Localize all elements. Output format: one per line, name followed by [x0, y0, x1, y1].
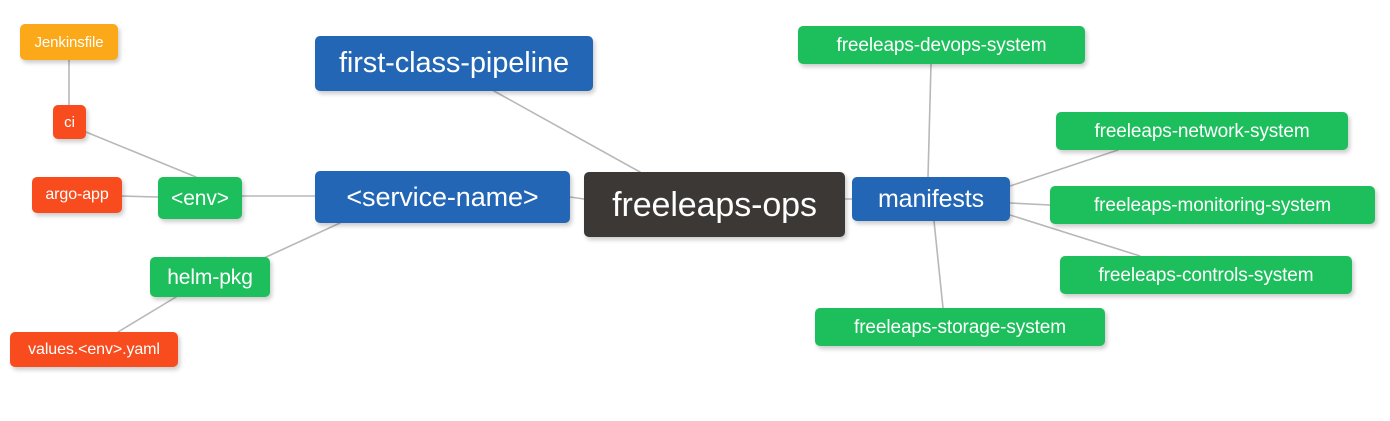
node-label-freeleaps-controls-system: freeleaps-controls-system	[1098, 264, 1314, 286]
node-label-jenkinsfile: Jenkinsfile	[34, 33, 104, 51]
node-ci[interactable]: ci	[53, 105, 86, 139]
node-manifests[interactable]: manifests	[852, 177, 1010, 221]
node-label-manifests: manifests	[877, 184, 985, 213]
node-label-service-name: <service-name>	[346, 181, 539, 212]
node-label-env: <env>	[171, 186, 229, 210]
edge-manifests-to-freeleaps-monitoring-system	[1009, 202, 1051, 206]
node-freeleaps-controls-system[interactable]: freeleaps-controls-system	[1060, 256, 1352, 294]
node-first-class-pipeline[interactable]: first-class-pipeline	[315, 36, 593, 91]
node-freeleaps-ops[interactable]: freeleaps-ops	[584, 172, 845, 237]
node-helm-pkg[interactable]: helm-pkg	[150, 257, 270, 297]
node-label-first-class-pipeline: first-class-pipeline	[338, 47, 570, 79]
node-label-helm-pkg: helm-pkg	[167, 265, 253, 289]
node-label-freeleaps-storage-system: freeleaps-storage-system	[854, 316, 1066, 338]
node-freeleaps-storage-system[interactable]: freeleaps-storage-system	[815, 308, 1105, 346]
node-values-yaml[interactable]: values.<env>.yaml	[10, 332, 178, 367]
node-label-freeleaps-network-system: freeleaps-network-system	[1094, 120, 1310, 142]
node-freeleaps-monitoring-system[interactable]: freeleaps-monitoring-system	[1050, 186, 1375, 224]
node-label-freeleaps-ops: freeleaps-ops	[612, 185, 817, 224]
node-label-values-yaml: values.<env>.yaml	[28, 340, 160, 358]
node-freeleaps-network-system[interactable]: freeleaps-network-system	[1056, 112, 1348, 150]
node-service-name[interactable]: <service-name>	[315, 171, 570, 223]
edge-helm-pkg-to-service-name	[263, 222, 341, 259]
node-label-freeleaps-monitoring-system: freeleaps-monitoring-system	[1094, 194, 1331, 216]
node-label-ci: ci	[64, 113, 75, 131]
edge-manifests-to-freeleaps-storage-system	[933, 220, 944, 309]
edge-service-name-to-freeleaps-ops	[569, 196, 585, 200]
node-freeleaps-devops-system[interactable]: freeleaps-devops-system	[798, 26, 1085, 64]
edge-manifests-to-freeleaps-devops-system	[927, 63, 932, 178]
edge-ci-to-env	[85, 131, 197, 178]
edge-manifests-to-freeleaps-network-system	[1009, 149, 1119, 187]
node-argo-app[interactable]: argo-app	[32, 177, 122, 213]
node-label-argo-app: argo-app	[45, 186, 109, 203]
edge-first-class-pipeline-to-freeleaps-ops	[493, 90, 641, 173]
edge-argo-app-to-env	[121, 195, 159, 198]
node-env[interactable]: <env>	[158, 177, 242, 219]
edge-values-yaml-to-helm-pkg	[117, 296, 177, 333]
node-jenkinsfile[interactable]: Jenkinsfile	[20, 24, 118, 60]
node-label-freeleaps-devops-system: freeleaps-devops-system	[836, 34, 1047, 56]
